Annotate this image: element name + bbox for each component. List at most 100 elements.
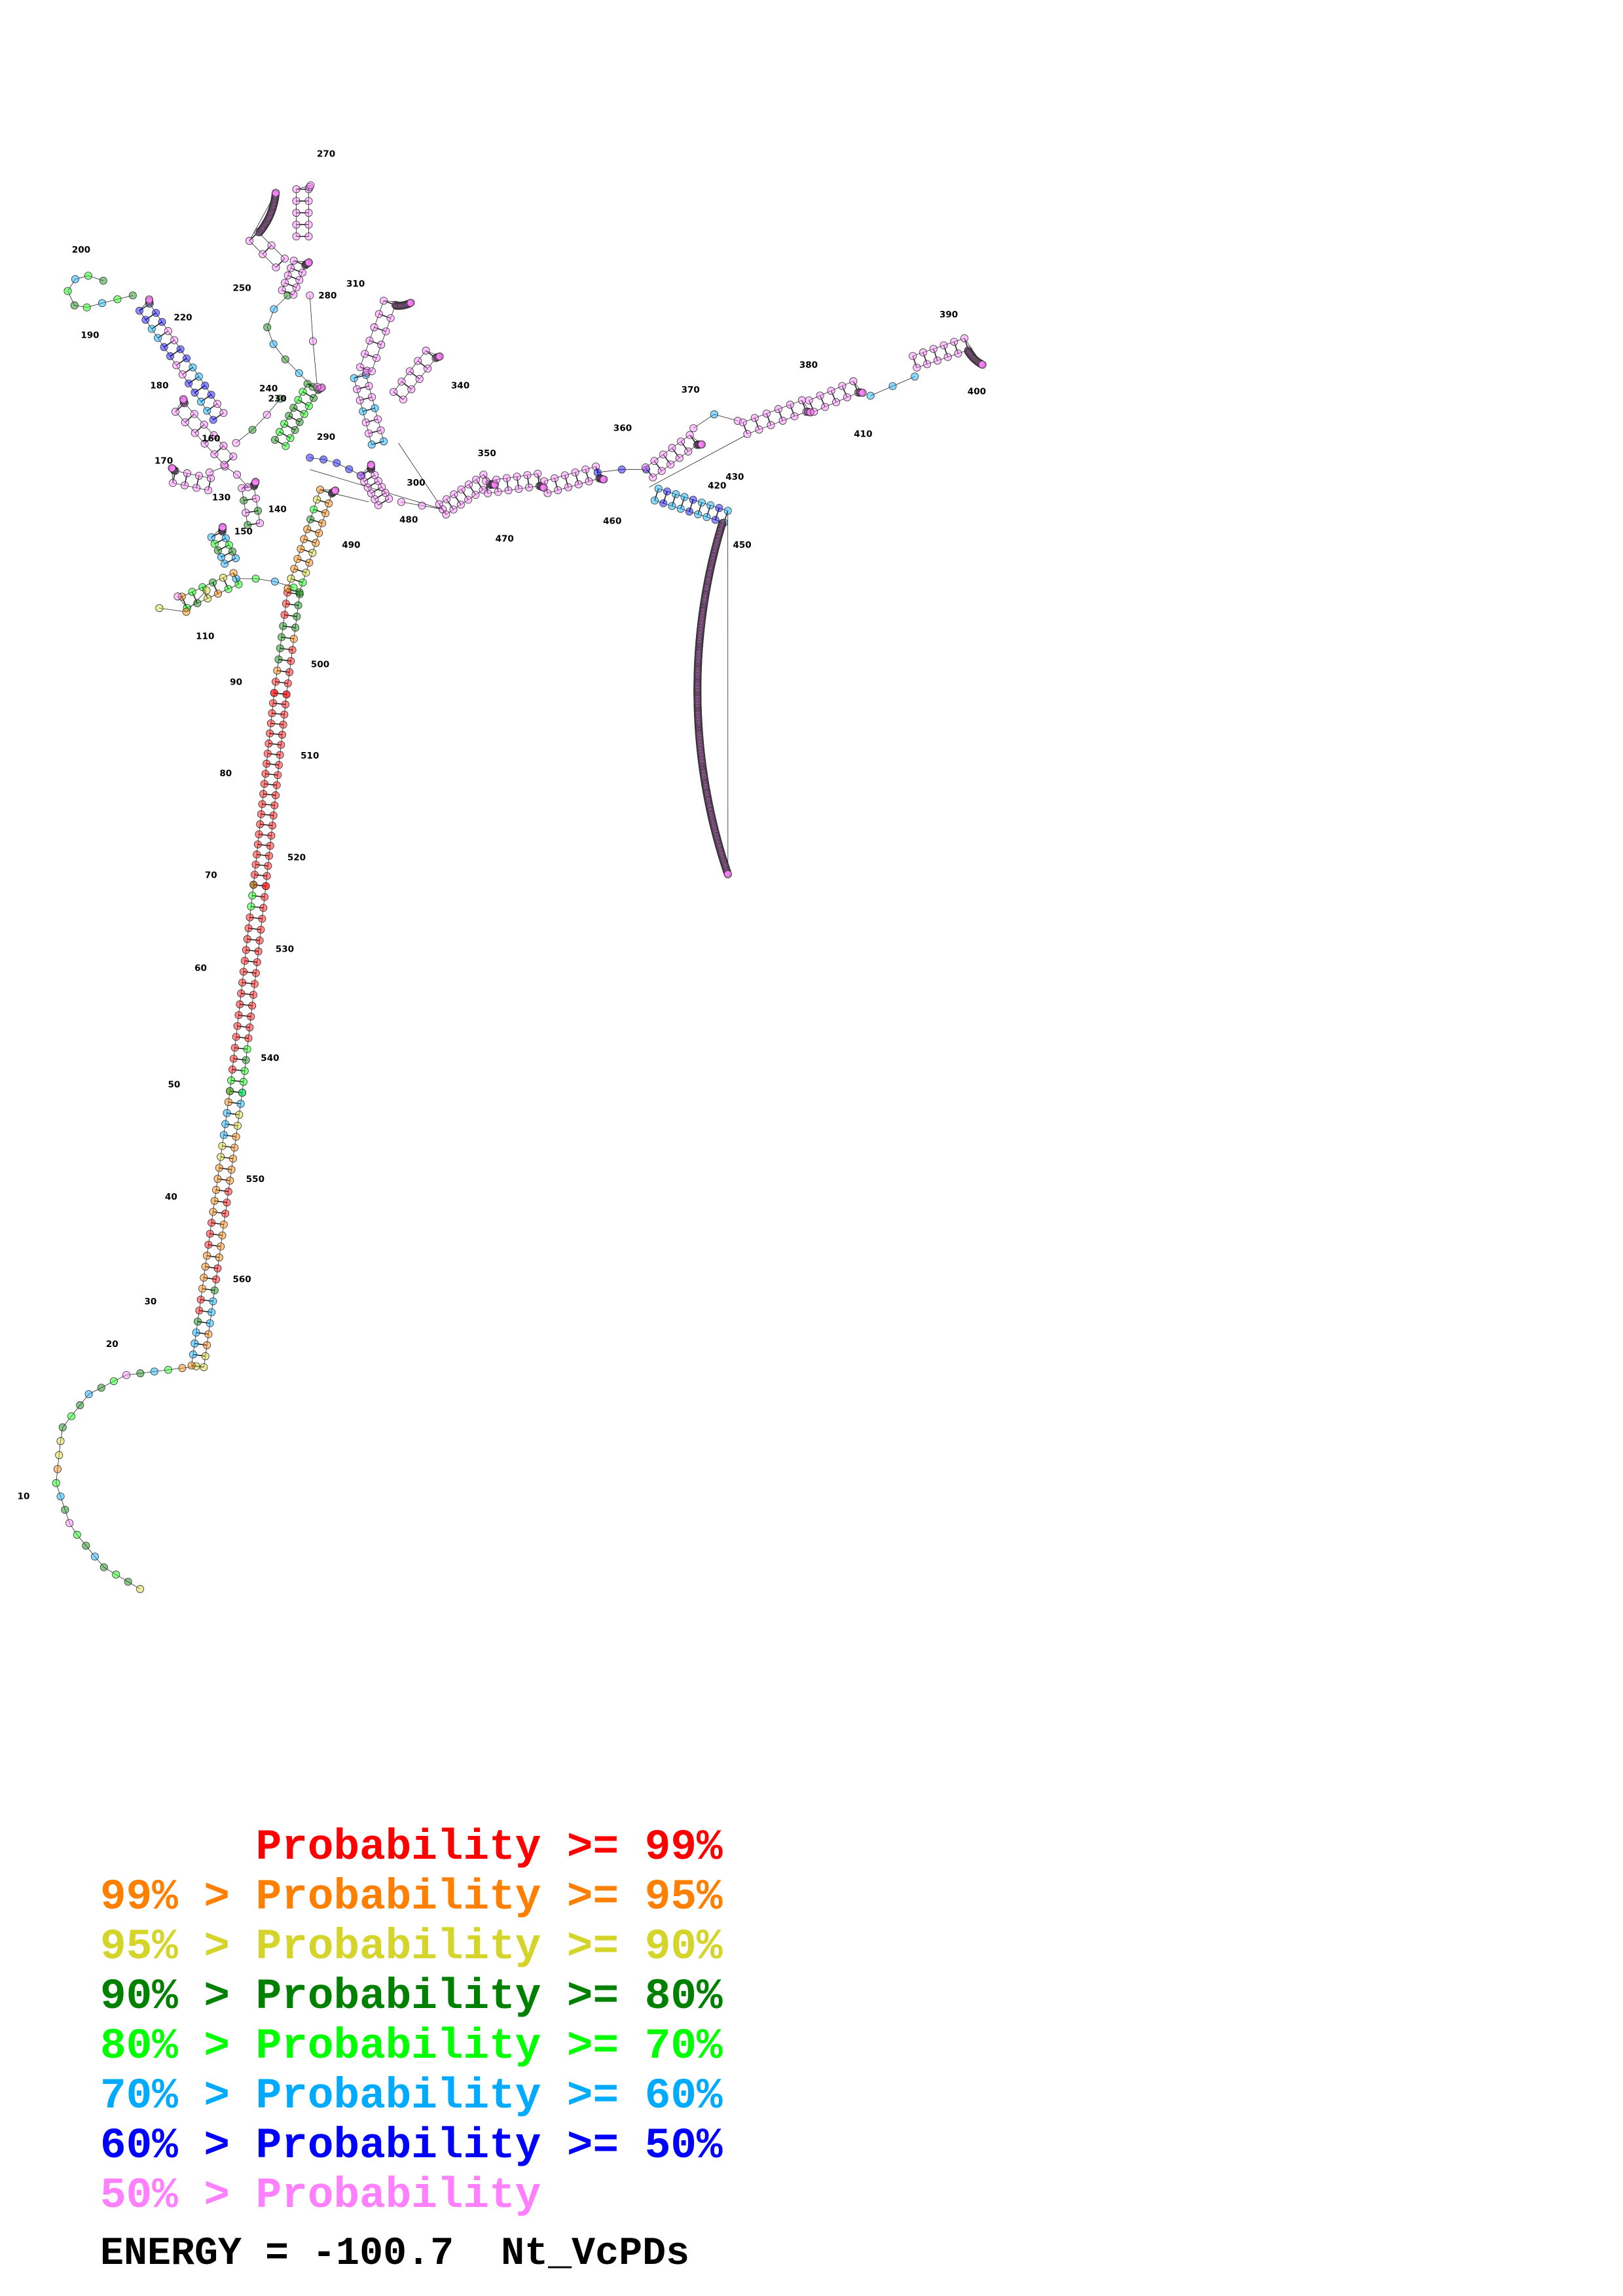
nucleotide <box>365 336 374 345</box>
backbone-link <box>270 835 272 846</box>
nucleotide <box>472 475 481 484</box>
nucleotide <box>866 391 875 400</box>
nucleotide <box>805 396 813 404</box>
backbone-link <box>242 971 244 983</box>
position-label-290: 290 <box>317 432 335 442</box>
nucleotide <box>534 469 542 478</box>
backbone-link <box>116 1574 128 1583</box>
backbone-link <box>296 279 300 288</box>
backbone-link <box>217 588 228 594</box>
nucleotide <box>213 546 222 555</box>
nucleotide <box>374 415 382 423</box>
backbone-link <box>689 511 699 515</box>
backbone-link <box>754 413 767 418</box>
backbone-link <box>206 1244 209 1256</box>
nucleotide <box>292 185 301 194</box>
backbone-link <box>291 568 295 579</box>
backbone-link <box>313 499 318 510</box>
nucleotide <box>282 442 290 450</box>
nucleotide <box>76 1401 84 1409</box>
nucleotide <box>304 259 313 267</box>
position-label-500: 500 <box>311 659 329 670</box>
nucleotide <box>382 327 390 336</box>
backbone-link <box>255 498 259 511</box>
nucleotide <box>306 454 314 462</box>
backbone-link <box>223 1124 226 1136</box>
nucleotide <box>370 323 378 332</box>
nucleotide <box>292 221 301 229</box>
backbone-link <box>262 253 276 268</box>
backbone-link <box>321 513 326 524</box>
position-label-190: 190 <box>81 331 99 341</box>
base-pair <box>273 702 286 706</box>
nucleotide <box>270 435 280 444</box>
nucleotide <box>206 1229 214 1238</box>
backbone-link <box>205 1255 208 1267</box>
nucleotide <box>261 770 270 778</box>
backbone-link <box>285 438 291 446</box>
nucleotide <box>270 689 278 697</box>
backbone-link <box>231 1158 234 1170</box>
backbone-link <box>468 479 477 485</box>
nucleotide <box>306 515 315 524</box>
base-pair <box>236 1036 249 1039</box>
nucleotide <box>58 1423 67 1431</box>
nucleotide <box>778 416 787 425</box>
backbone-link <box>409 361 418 372</box>
base-pair <box>227 1112 240 1115</box>
backbone-link <box>508 488 519 491</box>
nucleotide <box>258 800 266 808</box>
nucleotide <box>280 710 289 719</box>
nucleotide <box>525 483 534 492</box>
nucleotide <box>293 612 301 620</box>
nucleotide <box>933 356 941 365</box>
backbone-link <box>186 590 207 612</box>
nucleotide <box>229 1054 238 1063</box>
base-pair <box>272 712 285 715</box>
nucleotide <box>244 1034 253 1043</box>
nucleotide <box>292 209 301 217</box>
nucleotide <box>242 1056 250 1064</box>
backbone-link <box>154 1369 169 1372</box>
backbone-link <box>222 1224 225 1236</box>
base-pair <box>653 460 663 472</box>
backbone-link <box>243 1071 246 1082</box>
backbone-link <box>312 543 316 553</box>
backbone-link <box>308 397 314 406</box>
base-pair <box>248 927 261 931</box>
base-pair <box>230 1079 244 1083</box>
position-label-60: 60 <box>194 963 207 974</box>
nucleotide <box>200 1274 208 1282</box>
backbone-link <box>258 940 260 952</box>
backbone-link <box>249 906 251 918</box>
base-pair <box>275 681 288 684</box>
nucleotide <box>849 377 858 386</box>
nucleotide <box>399 395 407 404</box>
nucleotide <box>397 377 406 386</box>
backbone-link <box>278 648 281 660</box>
backbone-link <box>227 1102 229 1113</box>
backbone-link <box>186 358 193 368</box>
backbone-link <box>214 1189 217 1201</box>
backbone-link <box>359 353 365 368</box>
position-label-280: 280 <box>318 291 337 301</box>
backbone-link <box>801 400 811 413</box>
backbone-link <box>275 670 278 682</box>
base-pair <box>238 1014 251 1017</box>
backbone-link <box>453 504 462 510</box>
backbone-link <box>672 441 682 448</box>
backbone-link <box>680 508 690 512</box>
nucleotide <box>267 831 276 840</box>
base-pair <box>293 407 305 415</box>
nucleotide <box>219 523 227 531</box>
nucleotide <box>251 478 260 486</box>
nucleotide <box>194 372 203 381</box>
nucleotide <box>215 1164 223 1172</box>
base-pair <box>554 478 558 491</box>
backbone-link <box>237 1015 239 1026</box>
nucleotide <box>189 363 197 372</box>
nucleotide <box>266 719 275 728</box>
nucleotide <box>180 481 189 490</box>
base-pair <box>564 475 569 488</box>
nucleotide <box>152 308 160 317</box>
